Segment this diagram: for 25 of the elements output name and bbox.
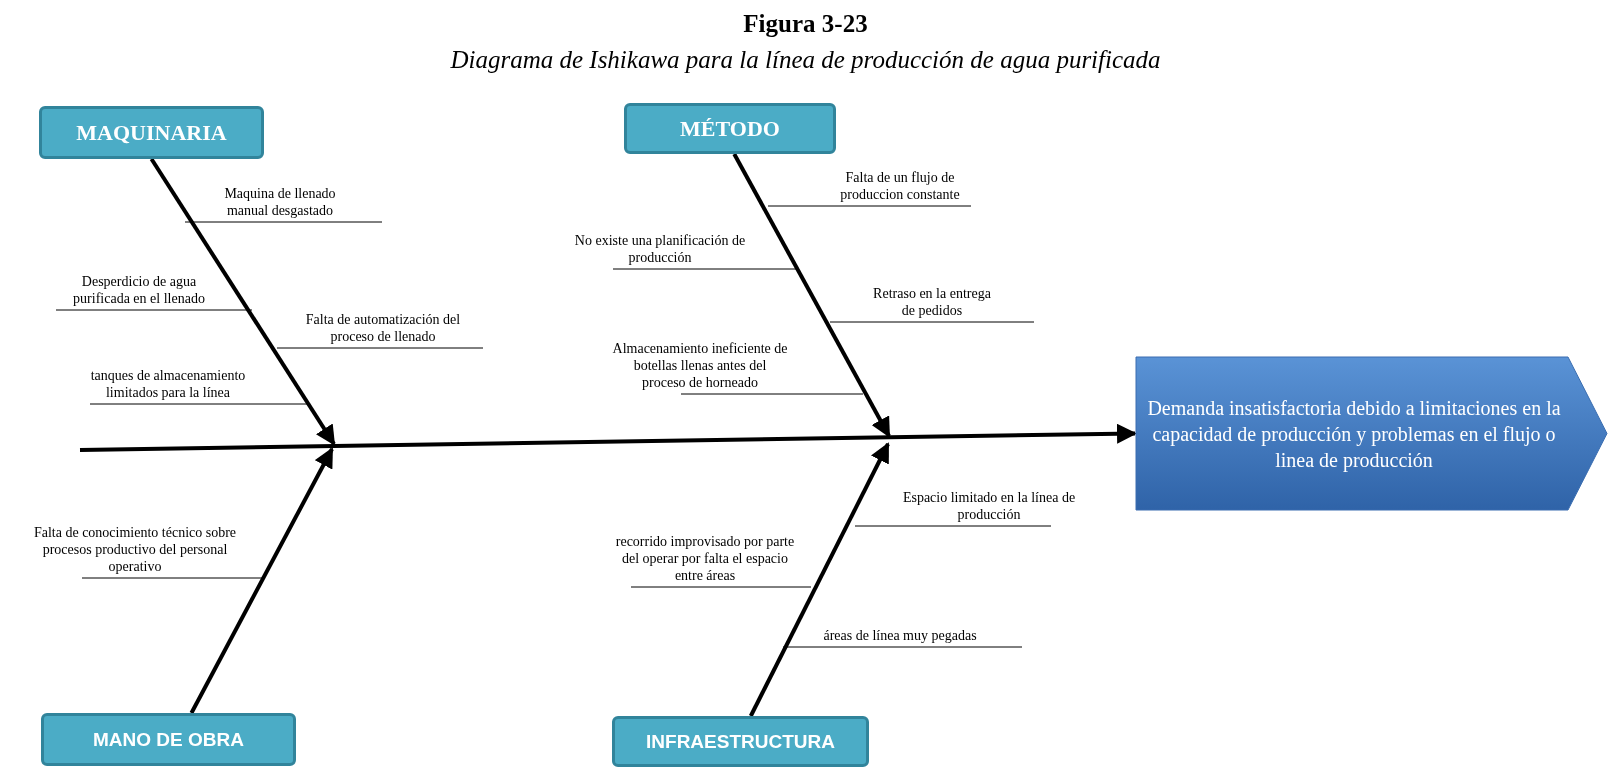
arrow (732, 153, 891, 438)
cause-text: Almacenamiento ineficiente de botellas llenas antes del proceso de horneado (612, 340, 788, 391)
cause-text: Desperdicio de agua purificada en el llenado (72, 273, 206, 307)
cause-text: tanques de almacenamiento limitados para la línea (89, 367, 247, 401)
figure-title: Figura 3-23 (742, 10, 869, 38)
cause-text: Maquina de llenado manual desgastado (223, 185, 337, 219)
cause-text: Falta de un flujo de produccion constante (839, 169, 961, 203)
cause-text: áreas de línea muy pegadas (822, 627, 978, 644)
cause-text: Espacio limitado en la línea de producción (901, 489, 1077, 523)
arrow (749, 442, 890, 717)
arrow (79, 423, 1137, 452)
cause-text: No existe una planificación de producción (573, 232, 747, 266)
category-box: MÉTODO (624, 103, 836, 154)
cause-text: Falta de conocimiento técnico sobre procesos productivo del personal operativo (32, 524, 238, 575)
cause-text: Retraso en la entrega de pedidos (872, 285, 992, 319)
effect-text: Demanda insatisfactoria debido a limitaciones en la capacidad de producción y problemas en el flujo o linea de producción (1146, 395, 1562, 474)
category-box: MAQUINARIA (39, 106, 264, 159)
effect-pentagon (1135, 356, 1608, 511)
figure-caption: Diagrama de Ishikawa para la línea de producción de agua purificada (449, 46, 1162, 74)
category-box: MANO DE OBRA (41, 713, 296, 766)
arrow (189, 447, 334, 714)
arrow (149, 157, 336, 446)
category-box: INFRAESTRUCTURA (612, 716, 869, 767)
cause-text: recorrido improvisado por parte del operar por falta el espacio entre áreas (614, 533, 796, 584)
cause-text: Falta de automatización del proceso de llenado (304, 311, 462, 345)
